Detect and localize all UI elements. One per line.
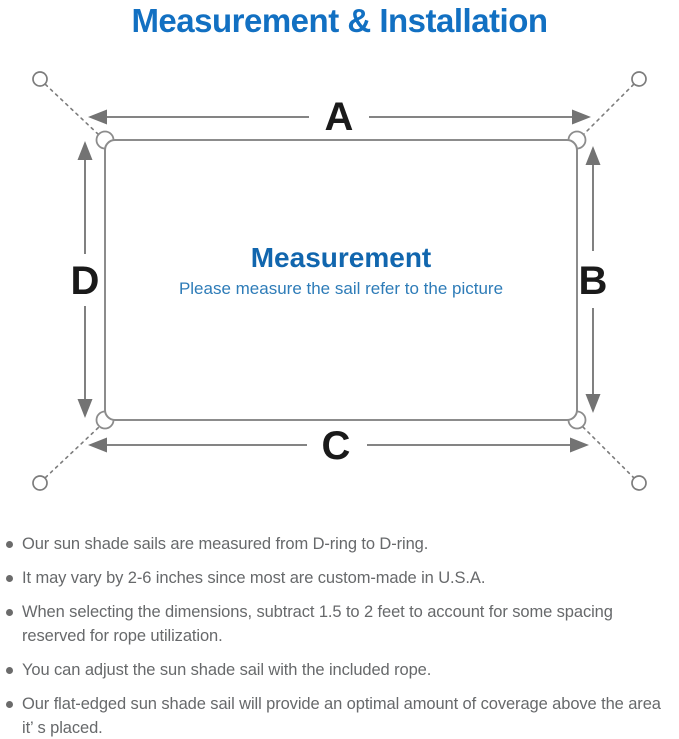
note-text: Our sun shade sails are measured from D-… [22,535,429,553]
dimension-label-d: D [71,259,100,303]
note-item: Our flat-edged sun shade sail will provi… [3,692,677,739]
bullet-icon [6,575,13,582]
diagram-center-title: Measurement [251,242,432,273]
measurement-diagram: A B C D Measurement Please measure the s… [32,71,647,491]
note-text: You can adjust the sun shade sail with t… [22,661,432,679]
arrowhead-up-icon [77,141,93,160]
anchor-point-icon-top-right [631,71,647,87]
bullet-icon [6,667,13,674]
dimension-label-a: A [325,95,354,139]
dimension-arrow-b [585,146,601,413]
dimension-arrow-d [77,141,93,418]
diagram-center-subtitle: Please measure the sail refer to the pic… [179,279,503,298]
arrowhead-left-icon [88,437,107,453]
anchor-point-icon-bottom-left [32,475,48,491]
dimension-label-c: C [322,424,351,468]
bullet-icon [6,541,13,548]
bullet-icon [6,701,13,708]
arrowhead-left-icon [88,109,107,125]
note-item: Our sun shade sails are measured from D-… [3,532,677,556]
guy-line-top-right [582,83,635,136]
dimension-arrow-c [88,437,589,453]
notes-list: Our sun shade sails are measured from D-… [3,532,677,739]
page-title: Measurement & Installation [131,2,548,39]
arrowhead-down-icon [77,399,93,418]
arrowhead-down-icon [585,394,601,413]
guy-line-bottom-right [582,426,635,479]
note-item: It may vary by 2-6 inches since most are… [3,566,677,590]
guy-line-bottom-left [44,426,100,479]
arrowhead-right-icon [570,437,589,453]
dimension-arrow-a [88,109,591,125]
note-item: You can adjust the sun shade sail with t… [3,658,677,682]
arrowhead-right-icon [572,109,591,125]
anchor-point-icon-top-left [32,71,48,87]
anchor-point-icon-bottom-right [631,475,647,491]
note-text: Our flat-edged sun shade sail will provi… [22,695,661,737]
note-item: When selecting the dimensions, subtract … [3,600,677,648]
guy-line-top-left [44,83,100,136]
arrowhead-up-icon [585,146,601,165]
note-text: It may vary by 2-6 inches since most are… [22,569,486,587]
bullet-icon [6,609,13,616]
sail-rectangle [104,139,578,421]
dimension-label-b: B [579,259,608,303]
note-text: When selecting the dimensions, subtract … [22,603,613,645]
